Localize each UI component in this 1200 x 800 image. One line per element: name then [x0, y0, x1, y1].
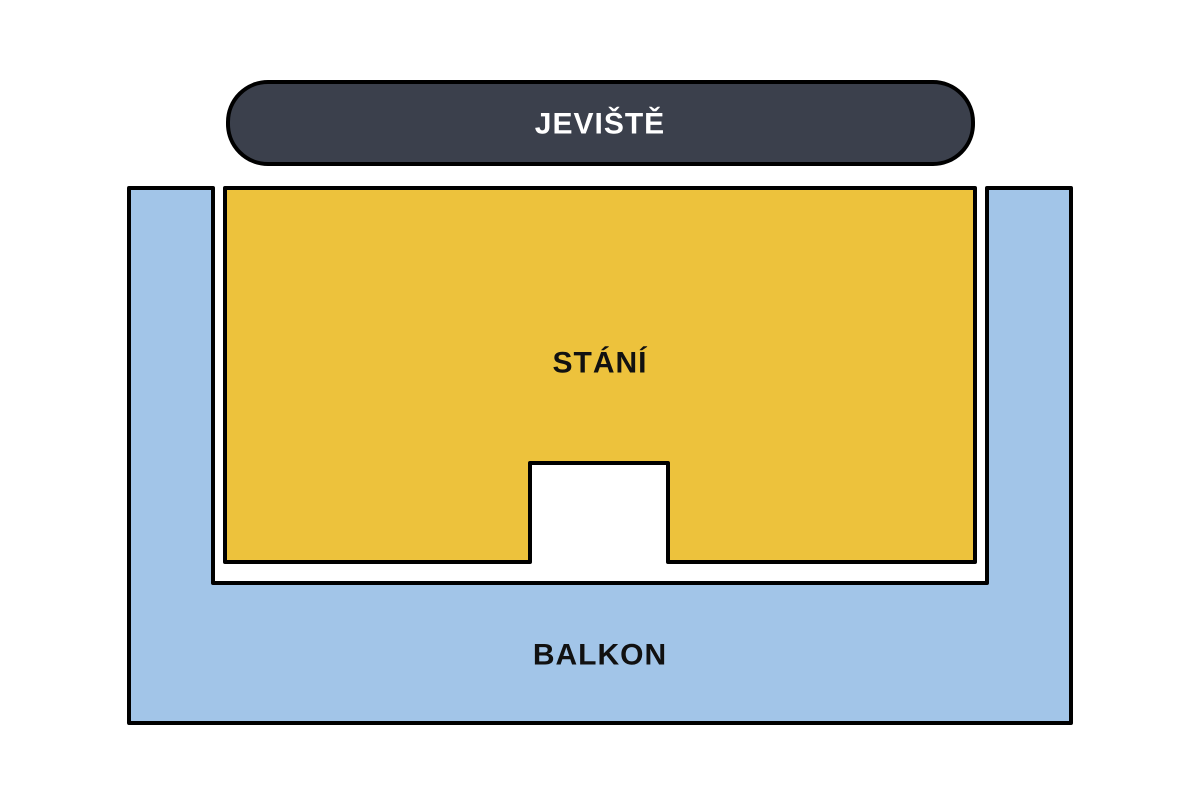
- stage-shape: [226, 80, 975, 166]
- standing-zone[interactable]: [223, 186, 977, 564]
- stage-label: JEVIŠTĚ: [535, 107, 665, 141]
- balcony-zone[interactable]: [127, 186, 1073, 725]
- balcony-label: BALKON: [533, 639, 667, 672]
- standing-label: STÁNÍ: [553, 346, 648, 380]
